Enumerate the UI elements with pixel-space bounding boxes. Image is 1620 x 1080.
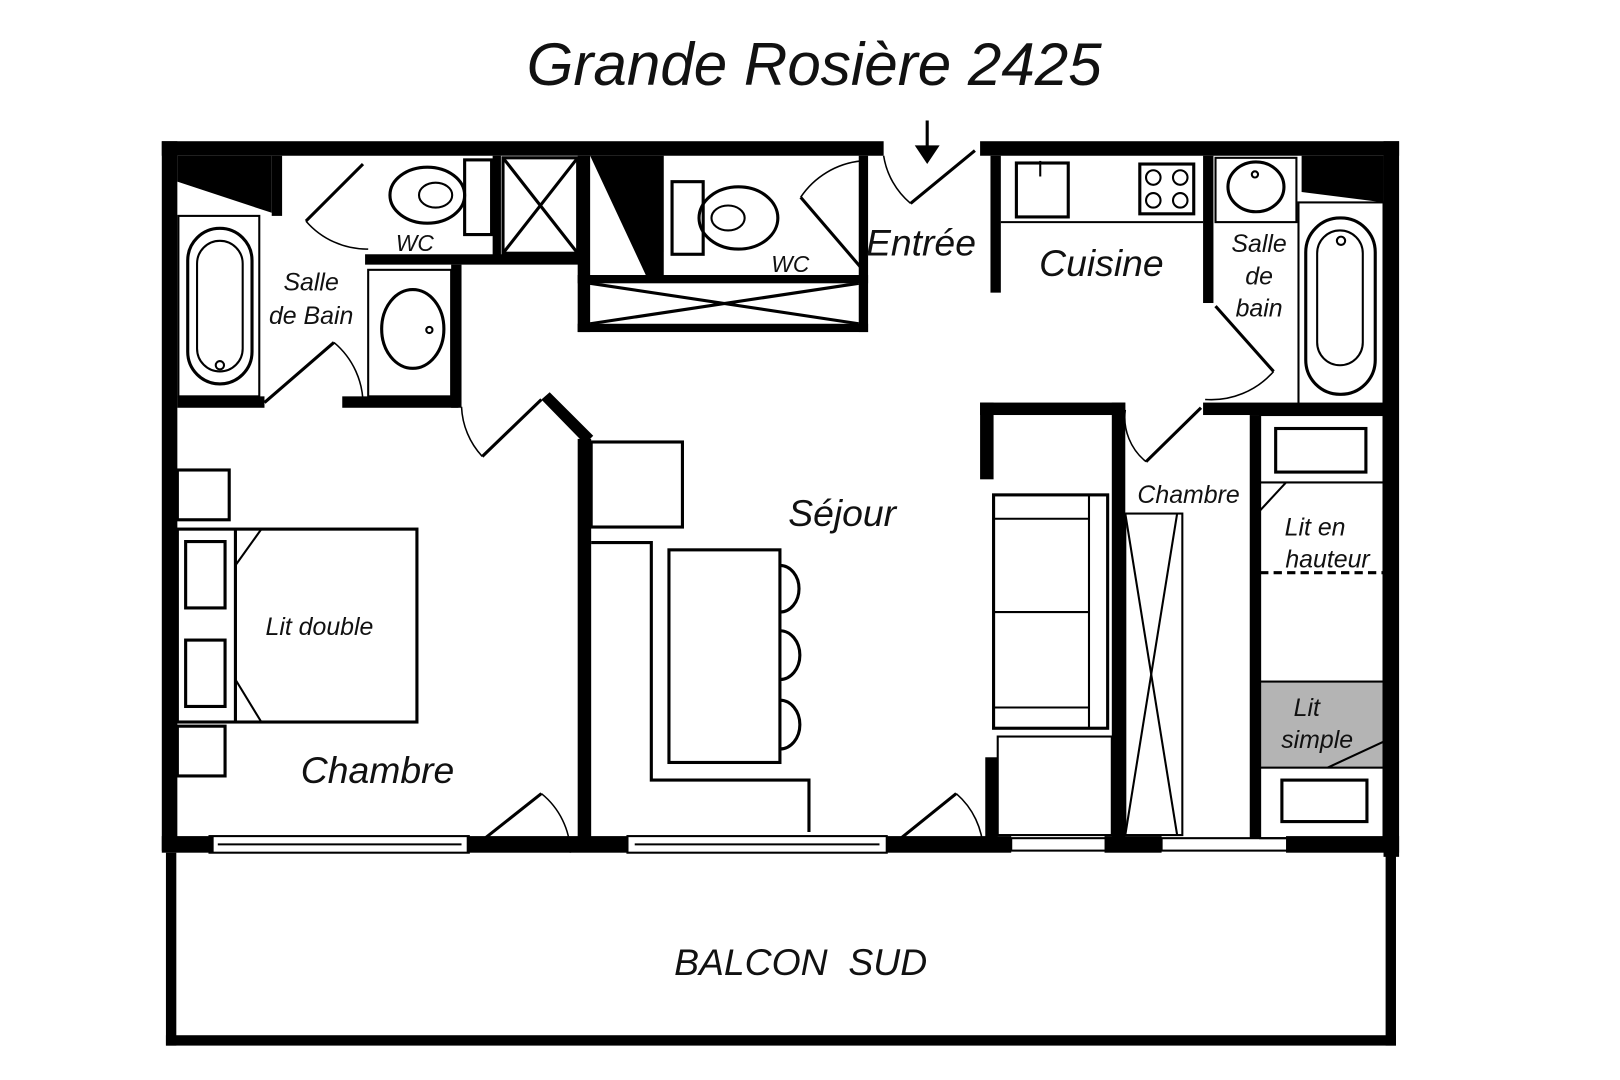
label-salle-de-bain-right-1: Salle	[1231, 230, 1286, 258]
label-lit-simple-2: simple	[1281, 726, 1353, 754]
label-wc-left: WC	[396, 230, 435, 256]
label-salle-de-bain-right-3: bain	[1236, 294, 1283, 322]
entry-arrow-icon	[914, 120, 940, 165]
balcony: BALCON SUD	[165, 852, 1396, 1046]
plan-title: Grande Rosière 2425	[527, 31, 1103, 98]
label-salle-de-bain-right-2: de	[1245, 262, 1273, 290]
label-chambre-right: Chambre	[1137, 481, 1239, 509]
label-lit-en-hauteur-1: Lit en	[1285, 513, 1346, 541]
label-salle-de-bain-left-1: Salle	[283, 269, 338, 297]
label-wc-right: WC	[771, 251, 810, 277]
label-chambre-left: Chambre	[301, 749, 455, 791]
label-entree: Entrée	[866, 221, 976, 263]
doors	[263, 149, 1275, 853]
label-salle-de-bain-left-2: de Bain	[269, 302, 353, 330]
balcony-label: BALCON SUD	[674, 941, 927, 983]
windows	[208, 835, 1290, 854]
label-lit-double: Lit double	[265, 613, 373, 641]
fixtures	[175, 156, 1385, 840]
label-lit-en-hauteur-2: hauteur	[1285, 545, 1371, 573]
label-lit-simple-1: Lit	[1294, 694, 1321, 722]
label-cuisine: Cuisine	[1039, 242, 1163, 284]
walls	[161, 141, 1400, 857]
label-sejour: Séjour	[788, 492, 897, 534]
room-labels: Salle de Bain WC WC Entrée Cuisine Salle…	[265, 221, 1371, 791]
